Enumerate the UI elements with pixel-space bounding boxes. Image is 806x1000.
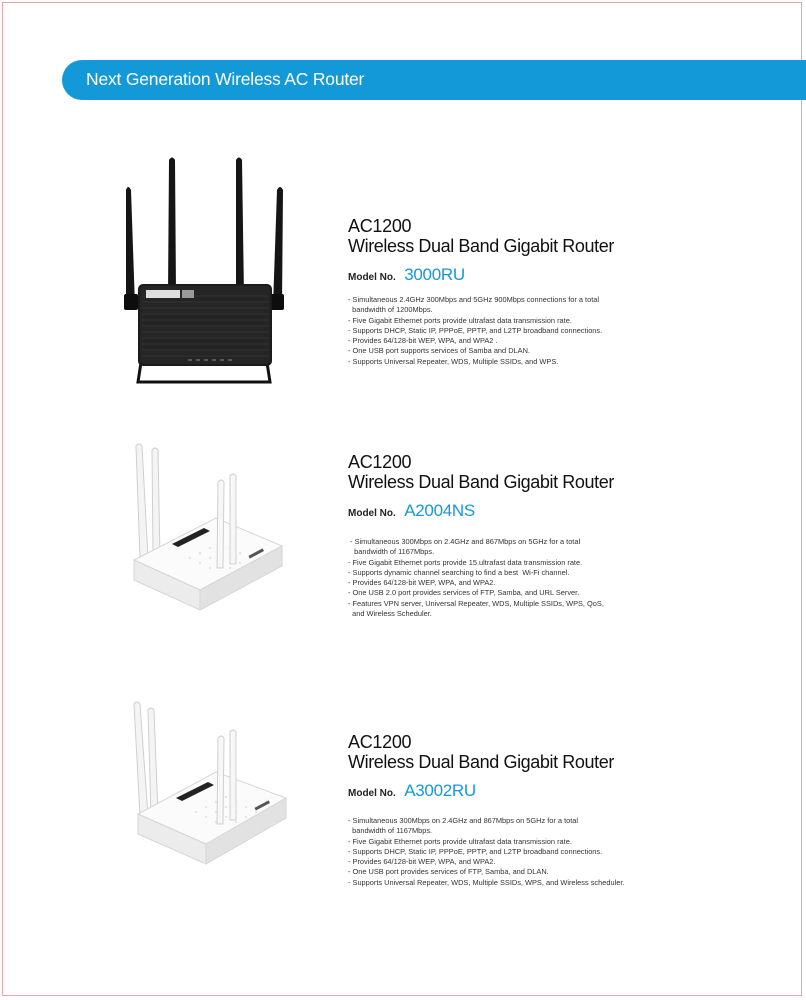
model-number: A3002RU <box>404 781 476 800</box>
product-name: Wireless Dual Band Gigabit Router <box>348 236 614 256</box>
router-3000ru-image <box>124 157 284 384</box>
product-class: AC1200 <box>348 452 412 472</box>
router-a3002ru-image <box>133 701 288 865</box>
feature-line: bandwidth of 1200Mbps. <box>348 305 433 315</box>
feature-list: - Simultaneous 300Mbps on 2.4GHz and 867… <box>348 816 624 888</box>
model-row: Model No. 3000RU <box>348 265 614 289</box>
feature-line: - One USB port provides services of FTP,… <box>348 867 549 877</box>
model-number: A2004NS <box>404 501 475 520</box>
feature-line: bandwidth of 1167Mbps. <box>348 826 433 836</box>
feature-line: - Provides 64/128-bit WEP, WPA, and WPA2… <box>348 336 498 346</box>
feature-line: - Simultaneous 300Mbps on 2.4GHz and 867… <box>348 816 579 825</box>
feature-list: - Simultaneous 300Mbps on 2.4GHz and 867… <box>348 537 614 619</box>
feature-line: bandwidth of 1167Mbps. <box>348 547 435 557</box>
section-header-bar: Next Generation Wireless AC Router <box>62 60 806 100</box>
feature-line: - Five Gigabit Ethernet ports provide ul… <box>348 315 572 325</box>
feature-line: - Supports Universal Repeater, WDS, Mult… <box>348 356 559 366</box>
model-row: Model No. A3002RU <box>348 781 624 805</box>
feature-line: - Provides 64/128-bit WEP, WPA, and WPA2… <box>348 578 496 588</box>
feature-line: - Simultaneous 300Mbps on 2.4GHz and 867… <box>348 537 581 546</box>
model-label: Model No. <box>348 508 396 519</box>
product-name: Wireless Dual Band Gigabit Router <box>348 472 614 492</box>
feature-line: - Five Gigabit Ethernet ports provide 15… <box>348 557 583 567</box>
product-info: AC1200 Wireless Dual Band Gigabit Router… <box>348 452 614 619</box>
feature-line: - One USB 2.0 port provides services of … <box>348 588 580 598</box>
feature-line: - Supports dynamic channel searching to … <box>348 567 570 577</box>
product-class: AC1200 <box>348 732 412 752</box>
feature-line: - One USB port supports services of Samb… <box>348 346 530 356</box>
feature-line: - Five Gigabit Ethernet ports provide ul… <box>348 836 572 846</box>
feature-line: - Provides 64/128-bit WEP, WPA, and WPA2… <box>348 857 496 867</box>
feature-line: - Supports DHCP, Static IP, PPPoE, PPTP,… <box>348 846 603 856</box>
product-name: Wireless Dual Band Gigabit Router <box>348 752 614 772</box>
section-title: Next Generation Wireless AC Router <box>86 69 365 89</box>
feature-line: - Supports Universal Repeater, WDS, Mult… <box>348 877 625 887</box>
feature-line: - Supports DHCP, Static IP, PPPoE, PPTP,… <box>348 325 603 335</box>
model-number: 3000RU <box>404 265 465 284</box>
feature-list: - Simultaneous 2.4GHz 300Mbps and 5GHz 9… <box>348 295 614 367</box>
feature-line: and Wireless Scheduler. <box>348 609 432 619</box>
product-class: AC1200 <box>348 216 412 236</box>
model-label: Model No. <box>348 788 396 799</box>
model-row: Model No. A2004NS <box>348 501 614 525</box>
product-info: AC1200 Wireless Dual Band Gigabit Router… <box>348 216 614 367</box>
product-info: AC1200 Wireless Dual Band Gigabit Router… <box>348 732 624 888</box>
feature-line: - Simultaneous 2.4GHz 300Mbps and 5GHz 9… <box>348 295 600 304</box>
router-a2004ns-image <box>132 443 284 611</box>
model-label: Model No. <box>348 272 396 283</box>
feature-line: - Features VPN server, Universal Repeate… <box>348 598 604 608</box>
